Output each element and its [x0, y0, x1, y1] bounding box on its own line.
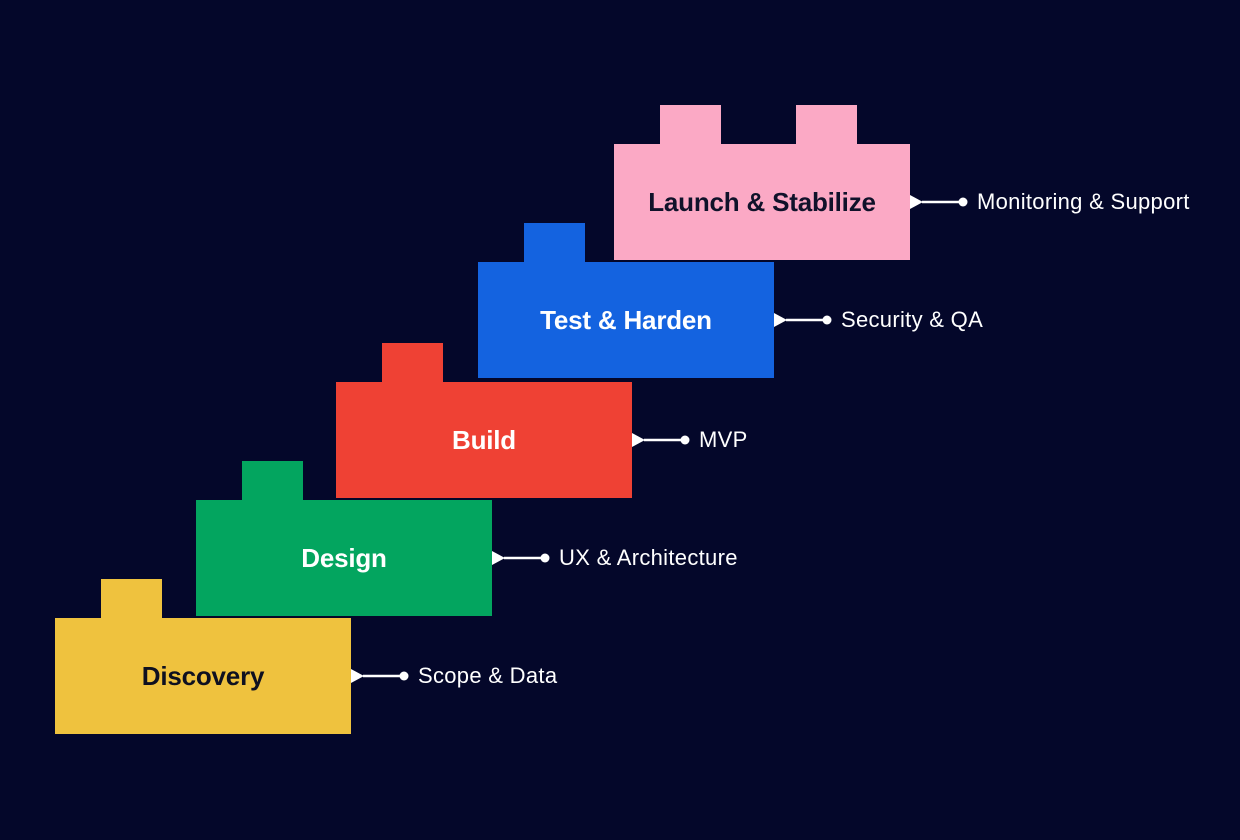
phase-title: Launch & Stabilize: [648, 186, 876, 217]
connector-pointer-icon: [351, 669, 409, 683]
phase-title: Discovery: [141, 660, 265, 691]
connector-test-harden: Security & QA: [774, 307, 983, 333]
brick-stud: [796, 105, 857, 146]
brick-body: Discovery: [55, 618, 351, 734]
brick-stud: [101, 579, 162, 620]
phase-brick-test-harden: Test & Harden Security & QA: [478, 223, 983, 378]
phase-side-label: Monitoring & Support: [977, 189, 1190, 214]
phase-title: Test & Harden: [540, 304, 712, 335]
brick-body: Test & Harden: [478, 262, 774, 378]
brick-stud: [660, 105, 721, 146]
phase-brick-design: Design UX & Architecture: [196, 461, 737, 616]
connector-launch-stabilize: Monitoring & Support: [910, 189, 1190, 215]
connector-pointer-icon: [910, 195, 968, 209]
phase-side-label: Scope & Data: [418, 663, 558, 688]
phase-brick-launch-stabilize: Launch & Stabilize Monitoring & Support: [614, 105, 1189, 260]
connector-pointer-icon: [492, 551, 550, 565]
phase-brick-build: Build MVP: [336, 343, 747, 498]
phase-title: Build: [452, 424, 516, 455]
connector-design: UX & Architecture: [492, 545, 738, 571]
brick-stud: [524, 223, 585, 264]
brick-body: Build: [336, 382, 632, 498]
brick-body: Design: [196, 500, 492, 616]
phase-title: Design: [301, 542, 387, 573]
phase-side-label: UX & Architecture: [559, 545, 738, 570]
brick-stud: [382, 343, 443, 384]
brick-body: Launch & Stabilize: [614, 144, 910, 260]
connector-pointer-icon: [632, 433, 690, 447]
connector-build: MVP: [632, 427, 748, 453]
brick-stud: [242, 461, 303, 502]
connector-discovery: Scope & Data: [351, 663, 557, 689]
connector-pointer-icon: [774, 313, 832, 327]
phase-brick-discovery: Discovery Scope & Data: [55, 579, 557, 734]
phase-side-label: MVP: [699, 427, 748, 452]
phase-side-label: Security & QA: [841, 307, 984, 332]
